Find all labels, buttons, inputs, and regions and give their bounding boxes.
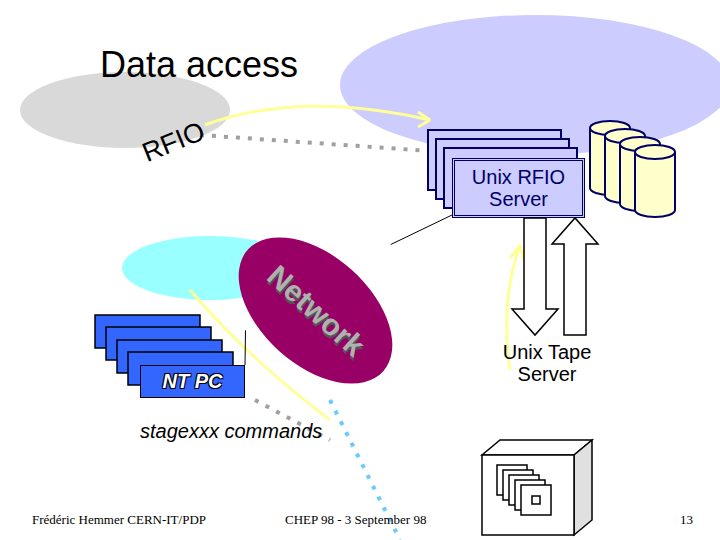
tape-library: [482, 440, 592, 455]
node-label: Unix Tape Server: [488, 341, 606, 385]
page-number: 13: [680, 512, 693, 528]
protocol-label: RFIO: [138, 116, 209, 169]
network-ellipse: Network: [228, 228, 403, 393]
network-shape: [228, 228, 403, 393]
footer-author: Frédéric Hemmer CERN-IT/PDP: [32, 512, 206, 528]
command-label: stagexxx commands: [140, 420, 322, 443]
node-label: NT PC: [163, 370, 223, 393]
tape-library: [482, 455, 574, 535]
tape-reel: [532, 496, 540, 504]
footer-event: CHEP 98 - 3 September 98: [285, 512, 426, 528]
slide-title: Data access: [100, 44, 298, 86]
block-arrow: [512, 218, 558, 335]
block-arrow: [552, 218, 598, 335]
network-link: [245, 330, 247, 365]
yellow-curve: [205, 106, 430, 125]
disk-cylinder: [635, 145, 675, 159]
node-label: Unix RFIO Server: [455, 166, 582, 210]
yellow-arrowhead: [510, 245, 524, 260]
network-link: [391, 215, 452, 245]
server-box: Unix RFIO Server: [452, 158, 585, 218]
tape-server: Unix Tape Server: [488, 335, 606, 391]
yellow-arrowhead: [418, 112, 430, 127]
tape-library: [574, 440, 592, 535]
tape-cartridge: [521, 485, 551, 515]
dotted-line: [200, 135, 445, 152]
pc-box: NT PC: [140, 365, 245, 398]
disk-cylinder: [635, 152, 675, 217]
